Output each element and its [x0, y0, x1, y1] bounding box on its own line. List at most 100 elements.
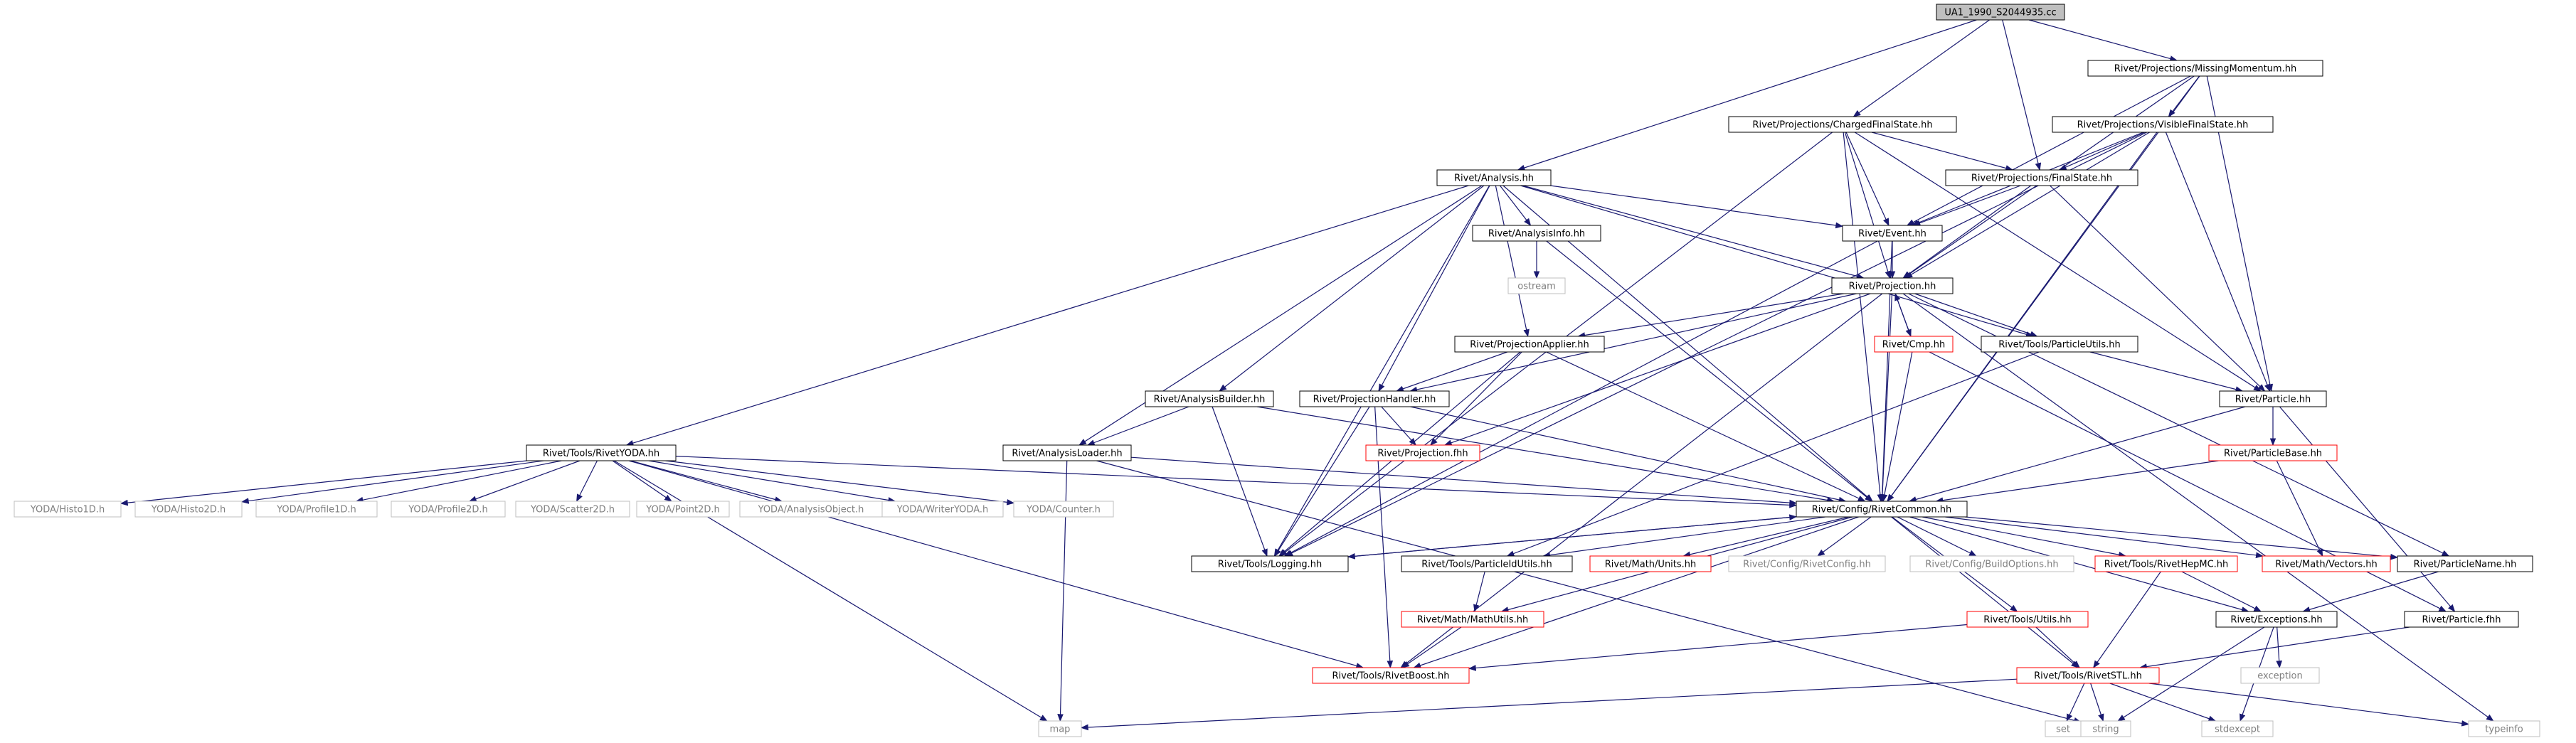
node-box — [1401, 555, 1573, 572]
node-visfs[interactable]: Rivet/Projections/VisibleFinalState.hh — [2052, 116, 2274, 133]
node-particlefhh[interactable]: Rivet/Particle.fhh — [2404, 611, 2519, 628]
node-box — [1874, 336, 1954, 353]
node-label: Rivet/Exceptions.hh — [2230, 615, 2322, 626]
node-analysisbuilder[interactable]: Rivet/AnalysisBuilder.hh — [1145, 390, 1274, 407]
edge-projection-to-typeinfo — [1902, 293, 2494, 722]
node-missmom[interactable]: Rivet/Projections/MissingMomentum.hh — [2087, 60, 2323, 77]
edge-finalstate-to-projection — [1902, 185, 2032, 279]
node-box — [2087, 60, 2323, 77]
node-s2d: YODA/Scatter2D.h — [515, 501, 630, 518]
edge-rivetcommon-to-pname — [1965, 516, 2399, 560]
node-box — [1842, 225, 1943, 242]
node-box — [2052, 116, 2274, 133]
node-box — [255, 501, 378, 518]
node-pt2d: YODA/Point2D.h — [636, 501, 730, 518]
edge-rivetstl-to-typeinfo — [2148, 683, 2470, 727]
edge-cmp-to-rivetcommon — [1881, 351, 1913, 503]
node-exception: exception — [2240, 667, 2320, 684]
edge-rivetcommon-to-rivetstl — [1891, 516, 2079, 668]
edge-chfs-to-projection — [1844, 132, 1891, 279]
edge-pidutils-to-mathutils — [1473, 571, 1485, 613]
node-projhandler[interactable]: Rivet/ProjectionHandler.hh — [1299, 390, 1450, 407]
node-projapplier[interactable]: Rivet/ProjectionApplier.hh — [1454, 336, 1605, 353]
node-pidutils[interactable]: Rivet/Tools/ParticleIdUtils.hh — [1401, 555, 1573, 572]
edge-projection-to-rivetcommon — [1879, 293, 1893, 503]
node-logging[interactable]: Rivet/Tools/Logging.hh — [1191, 555, 1349, 572]
edge-rivetyoda-to-pt2d — [612, 460, 672, 502]
edge-rivetyoda-to-writer — [648, 460, 896, 503]
edge-rivetcommon-to-vectors — [1945, 516, 2264, 559]
edge-projapplier-to-rivetcommon — [1546, 351, 1866, 502]
node-analysisinfo[interactable]: Rivet/AnalysisInfo.hh — [1472, 225, 1601, 242]
node-label: Rivet/Projections/FinalState.hh — [1971, 173, 2112, 184]
node-label: Rivet/Math/MathUtils.hh — [1417, 615, 1528, 626]
node-label: Rivet/Tools/RivetYODA.hh — [543, 449, 659, 459]
node-box — [515, 501, 630, 518]
node-analysisloader[interactable]: Rivet/AnalysisLoader.hh — [1002, 444, 1132, 461]
node-rivetyoda[interactable]: Rivet/Tools/RivetYODA.hh — [526, 444, 677, 461]
node-utils[interactable]: Rivet/Tools/Utils.hh — [1966, 611, 2089, 628]
edge-chfs-to-particle — [1854, 132, 2262, 392]
edge-analysis-to-event — [1549, 185, 1844, 229]
node-label: YODA/WriterYODA.h — [896, 505, 988, 515]
node-hepmc[interactable]: Rivet/Tools/RivetHepMC.hh — [2094, 555, 2238, 572]
node-box — [2208, 444, 2338, 461]
edge-rivetstl-to-set — [2066, 683, 2085, 722]
edge-exceptions-to-string — [2117, 626, 2265, 722]
edge-rivetcommon-to-rivetboost — [1413, 516, 1859, 668]
node-label: Rivet/Cmp.hh — [1882, 340, 1945, 351]
node-chfs[interactable]: Rivet/Projections/ChargedFinalState.hh — [1728, 116, 1957, 133]
node-string: string — [2080, 720, 2131, 737]
node-box — [1401, 611, 1544, 628]
node-pname[interactable]: Rivet/ParticleName.hh — [2397, 555, 2533, 572]
edge-rivetyoda-to-p2d — [468, 460, 581, 502]
node-finalstate[interactable]: Rivet/Projections/FinalState.hh — [1945, 169, 2138, 186]
node-particlebase[interactable]: Rivet/ParticleBase.hh — [2208, 444, 2338, 461]
node-rivetcommon[interactable]: Rivet/Config/RivetCommon.hh — [1796, 501, 1968, 518]
edge-finalstate-to-event — [1912, 185, 2021, 226]
node-box — [2397, 555, 2533, 572]
node-label: Rivet/Projection.fhh — [1377, 449, 1468, 459]
node-label: YODA/Profile2D.h — [408, 505, 488, 515]
node-label: Rivet/AnalysisInfo.hh — [1488, 229, 1585, 240]
edge-particlebase-to-rivetcommon — [1935, 460, 2219, 503]
edge-rivetcommon-to-pidutils — [1542, 516, 1825, 558]
node-label: Rivet/Particle.fhh — [2422, 615, 2501, 626]
node-rivetstl[interactable]: Rivet/Tools/RivetSTL.hh — [2016, 667, 2160, 684]
node-box — [1472, 225, 1601, 242]
node-box — [391, 501, 506, 518]
edge-particlefhh-to-rivetstl — [2139, 626, 2410, 670]
node-projfhh[interactable]: Rivet/Projection.fhh — [1365, 444, 1480, 461]
node-label: set — [2056, 725, 2070, 735]
edge-particlebase-to-vectors — [2276, 460, 2323, 557]
node-units[interactable]: Rivet/Math/Units.hh — [1589, 555, 1712, 572]
node-projection[interactable]: Rivet/Projection.hh — [1831, 277, 1954, 294]
node-box — [1436, 169, 1552, 186]
node-vectors[interactable]: Rivet/Math/Vectors.hh — [2262, 555, 2391, 572]
node-box — [1299, 390, 1450, 407]
node-box — [2219, 390, 2327, 407]
node-root: UA1_1990_S2044935.cc — [1936, 4, 2065, 21]
node-label: YODA/Counter.h — [1026, 505, 1101, 515]
node-box — [2016, 667, 2160, 684]
node-mathutils[interactable]: Rivet/Math/MathUtils.hh — [1401, 611, 1544, 628]
edge-analysis-to-projapplier — [1495, 185, 1530, 338]
node-box — [2201, 720, 2274, 737]
node-particleutils[interactable]: Rivet/Tools/ParticleUtils.hh — [1981, 336, 2138, 353]
edge-chfs-to-rivetcommon — [1843, 132, 1884, 503]
node-box — [1454, 336, 1605, 353]
node-cmp[interactable]: Rivet/Cmp.hh — [1874, 336, 1954, 353]
edge-rivetcommon-to-units — [1682, 516, 1849, 557]
node-rivetboost[interactable]: Rivet/Tools/RivetBoost.hh — [1312, 667, 1470, 684]
edge-particleutils-to-particle — [2089, 351, 2244, 392]
edge-root-to-chfs — [1853, 19, 1990, 117]
node-label: Rivet/Projections/MissingMomentum.hh — [2114, 64, 2296, 75]
node-event[interactable]: Rivet/Event.hh — [1842, 225, 1943, 242]
node-label: Rivet/ParticleBase.hh — [2224, 449, 2322, 459]
node-exceptions[interactable]: Rivet/Exceptions.hh — [2215, 611, 2338, 628]
node-box — [1936, 4, 2065, 21]
node-particle[interactable]: Rivet/Particle.hh — [2219, 390, 2327, 407]
node-box — [1038, 720, 1082, 737]
node-analysis[interactable]: Rivet/Analysis.hh — [1436, 169, 1552, 186]
node-counter: YODA/Counter.h — [1013, 501, 1114, 518]
